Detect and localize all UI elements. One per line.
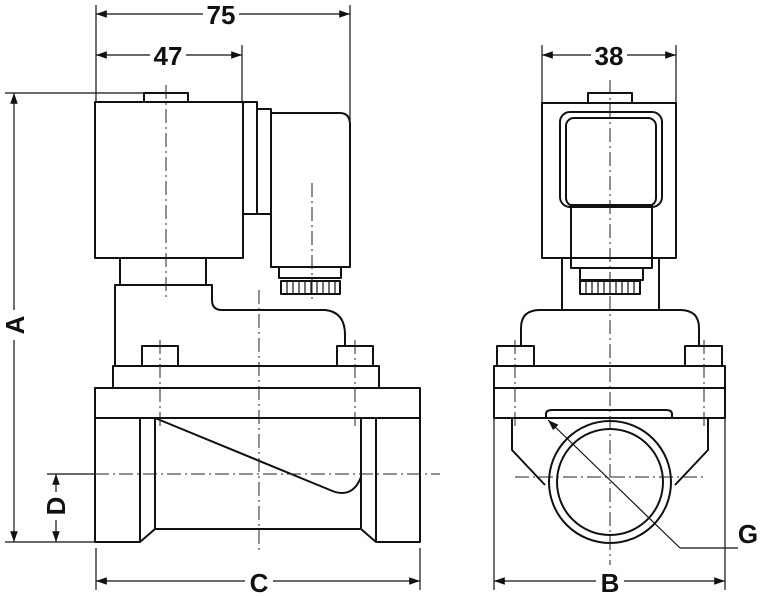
dim-38: 38: [595, 41, 624, 71]
internal-passage: [154, 417, 362, 494]
connector-plate: [242, 101, 258, 215]
valve-body: [94, 418, 421, 543]
bonnet: [114, 284, 346, 366]
connector-plug: [270, 112, 351, 268]
connector-base: [278, 266, 342, 279]
dim-g: G: [738, 519, 758, 549]
dim-c: C: [250, 568, 269, 597]
knurled-nut: [280, 280, 341, 295]
dim-b: B: [601, 568, 620, 597]
dim-47: 47: [154, 41, 183, 71]
cover-plate: [112, 365, 380, 389]
dim-d: D: [41, 497, 71, 516]
side-view: [493, 80, 726, 565]
dim-75: 75: [207, 0, 236, 30]
dim-a: A: [0, 315, 30, 334]
connector-face: [559, 111, 663, 208]
front-view: [47, 85, 440, 552]
body-flange: [94, 387, 421, 419]
connector-gasket: [256, 108, 272, 215]
coil: [94, 101, 244, 259]
stem: [119, 257, 207, 286]
coil-side: [541, 102, 677, 259]
